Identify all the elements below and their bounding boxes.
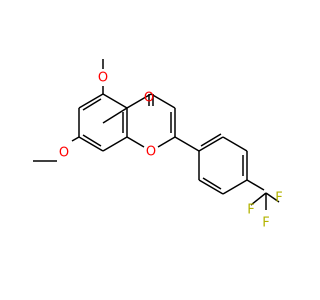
- atom-label-layer: O O O O F F F: [59, 71, 283, 231]
- bond: [200, 133, 222, 147]
- oxygen-atom-methoxy-7: O: [59, 146, 69, 161]
- molecule-diagram: O O O O F F F: [33, 59, 283, 231]
- bond: [198, 179, 224, 195]
- bond: [246, 179, 265, 191]
- bond: [78, 93, 104, 109]
- bond: [126, 136, 145, 148]
- oxygen-atom-methoxy-5: O: [98, 71, 108, 86]
- bond: [71, 136, 80, 142]
- structure-canvas: O O O O F F F: [33, 59, 283, 231]
- fluorine-atom-left: F: [247, 203, 254, 218]
- bond: [102, 93, 128, 109]
- bond: [82, 134, 102, 147]
- bond: [157, 136, 176, 148]
- bond-layer: [33, 59, 280, 210]
- fluorine-atom-top: F: [275, 191, 282, 206]
- bond: [198, 136, 224, 152]
- oxygen-atom-carbonyl: O: [144, 91, 154, 106]
- bond: [102, 107, 128, 124]
- bond: [250, 192, 267, 206]
- bond: [102, 136, 128, 152]
- bond: [174, 136, 200, 152]
- bond: [82, 98, 102, 111]
- bond: [78, 136, 104, 152]
- oxygen-atom-ring: O: [146, 145, 156, 160]
- bond: [202, 177, 222, 190]
- bond: [265, 192, 280, 203]
- bond: [150, 93, 176, 109]
- bond: [222, 136, 248, 152]
- fluorine-atom-bottom: F: [262, 216, 269, 231]
- bond: [126, 93, 152, 109]
- bond: [222, 179, 248, 195]
